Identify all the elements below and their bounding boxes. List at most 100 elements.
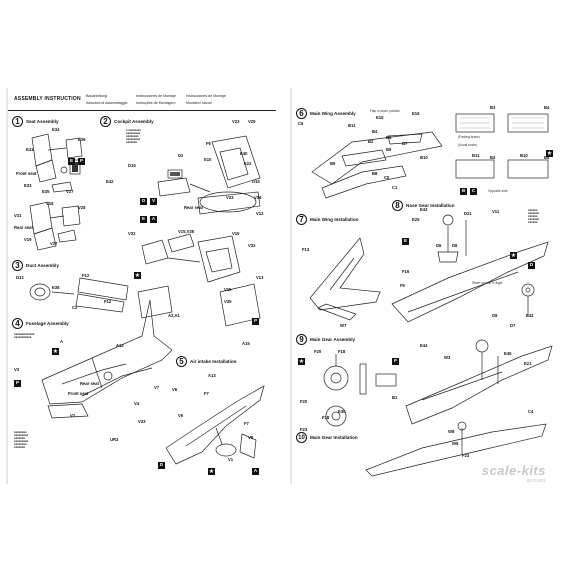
step-3-heading: 3 Duct Assembly (12, 260, 59, 271)
part-label: F18 (338, 349, 346, 354)
part-label: D8 (452, 243, 458, 248)
part-label: W8 (448, 429, 455, 434)
part-label: E35 (42, 189, 50, 194)
part-label: E33 (24, 183, 32, 188)
duct-assembly-drawing (29, 277, 129, 313)
lang-de: Bauanleitung (86, 94, 107, 98)
nose-gear-note: When stowed in flight (472, 281, 503, 285)
gear-final-drawing (365, 421, 547, 477)
part-label: V27 (50, 241, 58, 246)
step-4-heading: 4 Fuselage Assembly (12, 318, 69, 329)
part-label: E15 (376, 115, 384, 120)
step-number: 3 (12, 260, 23, 271)
part-label: UR2 (110, 437, 119, 442)
part-label: B9 (330, 161, 336, 166)
seat-assembly-drawing (29, 133, 83, 251)
part-label: E16 (412, 111, 420, 116)
sprue-badge-e: E (140, 216, 147, 223)
part-label: B3 (490, 155, 496, 160)
part-label: Rear seat (14, 225, 33, 230)
step-5-heading: 5 Air intake Installation (176, 356, 236, 367)
part-label: F20 (314, 349, 322, 354)
part-label: Rear seat (184, 205, 203, 210)
page-shadow-left (6, 88, 8, 484)
watermark: scale-kits germany (482, 463, 546, 484)
part-label: Rear seat (80, 381, 99, 386)
step-title: Main Wing Assembly (310, 111, 356, 116)
part-label: W9 (452, 441, 459, 446)
step-8-heading: 8 Nose Gear Installation (392, 200, 455, 211)
step-number: 4 (12, 318, 23, 329)
star-icon: ★ (298, 358, 305, 365)
part-label: Front seat (16, 171, 37, 176)
main-gear-installation-drawing (405, 339, 553, 425)
step-title: Fuselage Assembly (26, 321, 69, 326)
part-label: V1 (228, 457, 234, 462)
part-label: V15,V35 (178, 229, 195, 234)
part-label: V8 (248, 435, 254, 440)
part-label: B4 (544, 155, 550, 160)
part-label: F18 (322, 415, 330, 420)
part-label: E10 (204, 157, 212, 162)
step-title: Duct Assembly (26, 263, 60, 268)
part-label: V32 (248, 243, 256, 248)
part-label: B7 (402, 141, 408, 146)
part-label: D15 (252, 179, 260, 184)
sprue-badge-p: P (14, 380, 21, 387)
paint-legend: ■■■■■■■■■■■■■■■■■■■■■■■■■■■■■■■■■■■■■■■■… (14, 431, 29, 449)
part-label: B3 (490, 105, 496, 110)
part-label: E43 (420, 207, 428, 212)
paint-legend: ■■■■■■■■■■■■■■■■■■■■■■■■■■■■■■■■ (528, 209, 539, 224)
part-label: F16 (402, 269, 410, 274)
part-label: V12 (256, 211, 264, 216)
part-label: C1 (392, 185, 398, 190)
sprue-badge-e: E (68, 158, 75, 165)
part-label: B4 (544, 105, 550, 110)
part-label: F23 (462, 453, 470, 458)
sprue-badge-p: P (392, 358, 399, 365)
part-label: B10 (420, 155, 428, 160)
cockpit-assembly-drawing (137, 135, 261, 327)
part-label: E45 (504, 351, 512, 356)
page-title: ASSEMBLY INSTRUCTION (14, 96, 81, 102)
part-label: F13 (302, 247, 310, 252)
air-intake-drawing (165, 385, 265, 465)
step-9-heading: 9 Main Gear Assembly (296, 334, 355, 345)
part-label: V11 (492, 209, 500, 214)
part-label: F12 (82, 273, 90, 278)
part-label: E36 (78, 137, 86, 142)
part-label: V13 (256, 275, 264, 280)
part-label: B4 (372, 129, 378, 134)
step-6-heading: 6 Main Wing Assembly (296, 108, 356, 119)
sprue-badge-d: D (528, 262, 535, 269)
part-label: V29 (248, 119, 256, 124)
part-label: V15 (224, 287, 232, 292)
part-label: E42 (106, 179, 114, 184)
part-label: V7 (154, 385, 160, 390)
part-label: E40 (240, 151, 248, 156)
part-label: D9 (492, 313, 498, 318)
part-label: V27 (66, 189, 74, 194)
part-label: V3 (14, 367, 20, 372)
part-label: V19 (24, 237, 32, 242)
part-label: E21 (524, 361, 532, 366)
paint-legend: ■ ■■■■■■■■■■■■■■■■■■■■■■■■■■■■■■■■■■■■■■… (126, 129, 141, 144)
part-label: V6 (172, 387, 178, 392)
part-label: V32 (128, 231, 136, 236)
part-label: D6 (436, 243, 442, 248)
step-number: 8 (392, 200, 403, 211)
part-label: A15 (242, 341, 250, 346)
star-icon: ★ (546, 150, 553, 157)
part-label: F12 (104, 299, 112, 304)
star-icon: ★ (52, 348, 59, 355)
part-label: F6 (206, 141, 211, 146)
part-label: V5 (178, 413, 184, 418)
part-label: B5 (386, 147, 392, 152)
part-label: D2 (178, 153, 184, 158)
part-label: V26 (254, 195, 262, 200)
part-label: V31 (14, 213, 22, 218)
star-icon: ★ (134, 272, 141, 279)
part-label: V23 (226, 195, 234, 200)
lang-it: Istruzioni di Assemblaggio (86, 101, 128, 105)
sprue-badge-p: P (252, 318, 259, 325)
